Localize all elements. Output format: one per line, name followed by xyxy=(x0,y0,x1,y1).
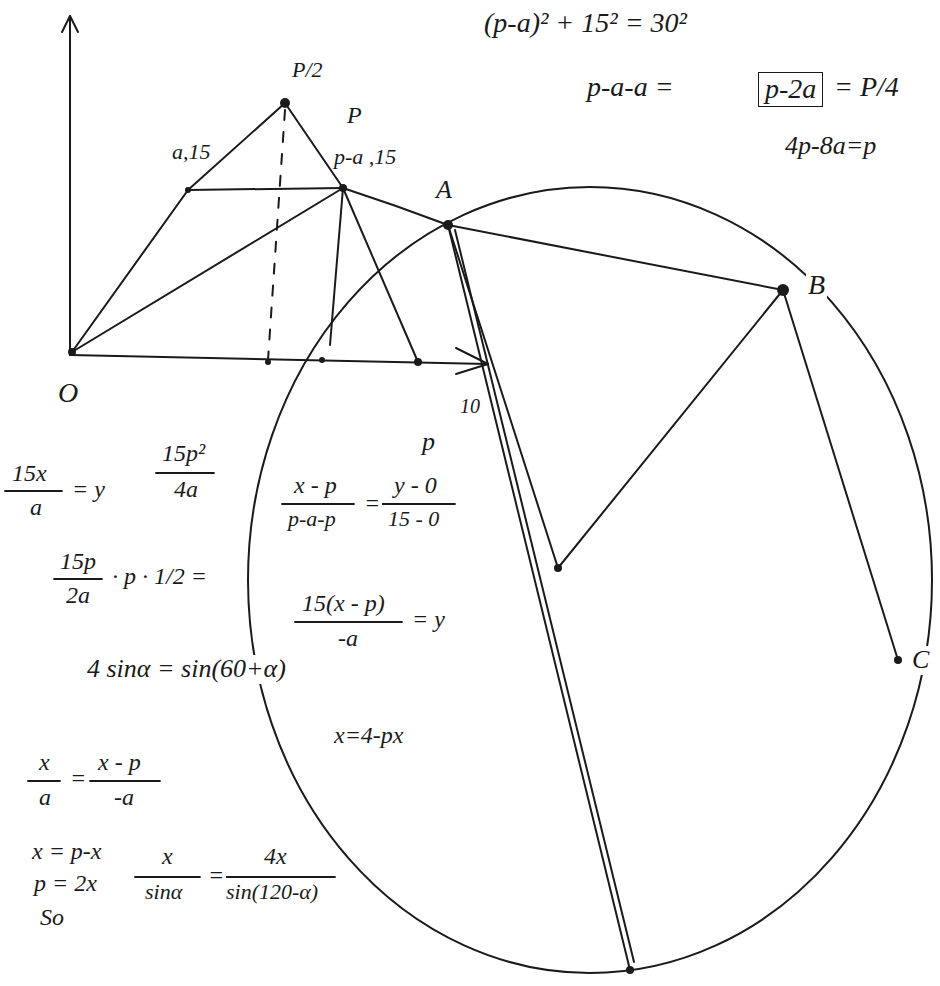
dashed-line xyxy=(268,110,285,360)
handwritten-note: x - p xyxy=(292,472,339,498)
handwritten-note: a,15 xyxy=(170,140,213,164)
handwritten-note: 4p-8a=p xyxy=(783,132,878,161)
point-dot xyxy=(626,966,634,974)
chord-line xyxy=(448,225,630,970)
handwritten-note: = xyxy=(68,765,88,791)
handwritten-note: 10 xyxy=(458,395,482,417)
fraction-bar xyxy=(5,490,62,492)
handwritten-note: A xyxy=(434,176,454,205)
fraction-bar xyxy=(220,876,335,878)
fraction-bar xyxy=(90,780,160,782)
y-axis xyxy=(69,16,71,355)
triangle-outline xyxy=(72,103,418,362)
point-dot xyxy=(185,187,191,193)
handwritten-note: 15(x - p) xyxy=(300,590,387,616)
handwritten-note: x=4-px xyxy=(332,722,406,748)
handwritten-note: 2a xyxy=(64,582,92,608)
point-dot xyxy=(319,357,325,363)
x-axis xyxy=(70,355,488,364)
handwritten-note: 15x xyxy=(10,460,49,486)
handwritten-note: x xyxy=(37,749,52,775)
fraction-bar xyxy=(382,503,455,505)
circle-outline xyxy=(248,187,932,973)
handwritten-note: 15p xyxy=(58,548,98,574)
axis-arrowhead xyxy=(62,16,78,32)
point-dot xyxy=(280,98,290,108)
handwritten-note: O xyxy=(56,378,80,409)
fraction-bar xyxy=(28,780,60,782)
handwritten-note: x xyxy=(160,843,175,869)
handwritten-note: 4 sinα = sin(60+α) xyxy=(85,655,288,684)
fraction-bar xyxy=(135,876,200,878)
handwritten-note: 15 - 0 xyxy=(386,507,441,531)
point-dot xyxy=(443,220,453,230)
boxed-expression: p-2a xyxy=(758,72,823,107)
handwritten-note: C xyxy=(910,646,931,675)
handwritten-note: p-a-a = xyxy=(585,72,676,103)
handwritten-note: = y xyxy=(410,606,447,632)
handwritten-note: sin(120-α) xyxy=(224,880,320,904)
handwritten-note: sinα xyxy=(143,880,184,904)
point-dot xyxy=(894,656,902,664)
fraction-bar xyxy=(295,621,402,623)
box-text: p-2a xyxy=(765,73,816,104)
handwritten-note: = y xyxy=(70,476,107,502)
handwritten-note: -a xyxy=(112,784,136,810)
fraction-bar xyxy=(156,472,214,474)
handwritten-note: (p-a)² + 15² = 30² xyxy=(482,8,689,39)
handwritten-note: · p · 1/2 = xyxy=(110,563,209,589)
point-dot xyxy=(414,358,422,366)
fraction-bar xyxy=(54,578,102,580)
handwritten-note: x - p xyxy=(96,749,143,775)
diagonal-line xyxy=(72,188,343,352)
handwritten-note: B xyxy=(806,270,827,301)
chord-line xyxy=(783,290,898,660)
handwritten-note: y - 0 xyxy=(392,472,439,498)
fraction-bar xyxy=(282,503,354,505)
chord-line xyxy=(448,225,783,290)
handwritten-note: p-a ,15 xyxy=(332,145,398,169)
handwritten-note: So xyxy=(38,904,66,930)
handwritten-note: -a xyxy=(336,625,360,651)
chord-line xyxy=(448,225,558,568)
point-dot xyxy=(68,348,76,356)
handwritten-note: = P/4 xyxy=(832,72,901,103)
handwritten-note: p = 2x xyxy=(32,870,99,896)
point-dot xyxy=(265,359,271,365)
horizontal-line xyxy=(188,188,343,190)
handwritten-note: = xyxy=(362,490,382,516)
chord-line xyxy=(455,230,634,962)
handwritten-note: a xyxy=(37,784,53,810)
handwritten-note: x = p-x xyxy=(30,838,104,864)
handwritten-note: p xyxy=(420,428,437,457)
handwritten-note: p-a-p xyxy=(286,507,338,531)
point-dot xyxy=(554,564,562,572)
arc-stroke xyxy=(343,188,448,225)
handwritten-note: P xyxy=(345,102,364,128)
chord-line xyxy=(558,290,783,568)
handwritten-note: 4x xyxy=(262,843,289,869)
handwritten-note: 15p² xyxy=(160,440,207,466)
handwritten-note: a xyxy=(28,494,44,520)
handwritten-note: 4a xyxy=(172,476,200,502)
handwritten-note: P/2 xyxy=(290,58,325,82)
point-dot xyxy=(777,284,789,296)
